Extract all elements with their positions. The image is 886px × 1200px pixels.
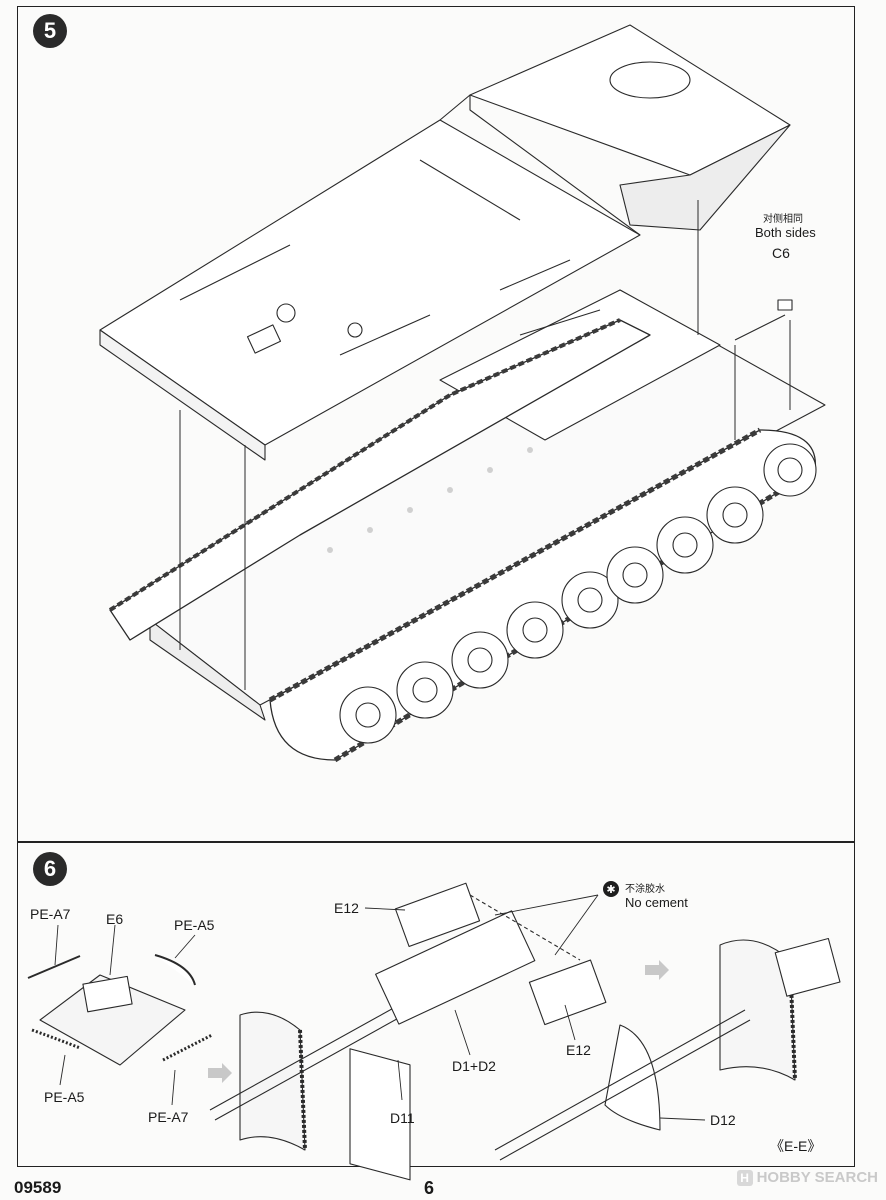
watermark-text: HOBBY SEARCH (756, 1169, 878, 1186)
leader-lines (54, 894, 706, 1121)
no-cement-note: ✱ 不涂胶水 No cement (603, 880, 688, 910)
part-d11-label: D11 (390, 1110, 415, 1126)
both-sides-cn-label: 对侧相同 (763, 214, 803, 225)
part-pe-a5-top-label: PE-A5 (174, 917, 215, 933)
part-pe-a7-bottom-label: PE-A7 (148, 1109, 189, 1125)
part-e12-bottom-label: E12 (566, 1042, 591, 1058)
e6-hatch-drawing (27, 954, 213, 1066)
page-number: 6 (424, 1178, 435, 1198)
part-d12-label: D12 (710, 1112, 736, 1128)
gun-mantlet-right-drawing (494, 937, 841, 1161)
road-wheels (339, 443, 817, 744)
step-6-badge: 6 (33, 852, 67, 886)
part-c6-label: C6 (772, 245, 790, 261)
section-label: 《E-E》 (770, 1138, 822, 1154)
step-5-badge: 5 (33, 14, 67, 48)
part-pe-a5-bottom-label: PE-A5 (44, 1089, 85, 1105)
part-e6-label: E6 (106, 911, 124, 927)
part-d1-d2-label: D1+D2 (452, 1058, 496, 1074)
watermark-logo-icon: H (736, 1169, 753, 1186)
assembly-arrows (179, 200, 791, 690)
step-5-panel (17, 6, 855, 842)
part-pe-a7-top-label: PE-A7 (30, 906, 71, 922)
gun-mantlet-left-drawing (209, 882, 607, 1181)
no-cement-cn-label: 不涂胶水 (625, 884, 665, 895)
no-cement-icon: ✱ (603, 881, 619, 897)
product-code: 09589 (14, 1178, 62, 1197)
part-c6-drawing (734, 299, 793, 341)
step-6-panel (17, 842, 855, 1167)
upper-hull-drawing (99, 24, 791, 461)
both-sides-label: Both sides (755, 225, 816, 240)
watermark: H HOBBY SEARCH (736, 1169, 878, 1186)
part-e12-top-label: E12 (334, 900, 359, 916)
direction-arrows (208, 960, 669, 1083)
no-cement-label: No cement (625, 895, 688, 910)
